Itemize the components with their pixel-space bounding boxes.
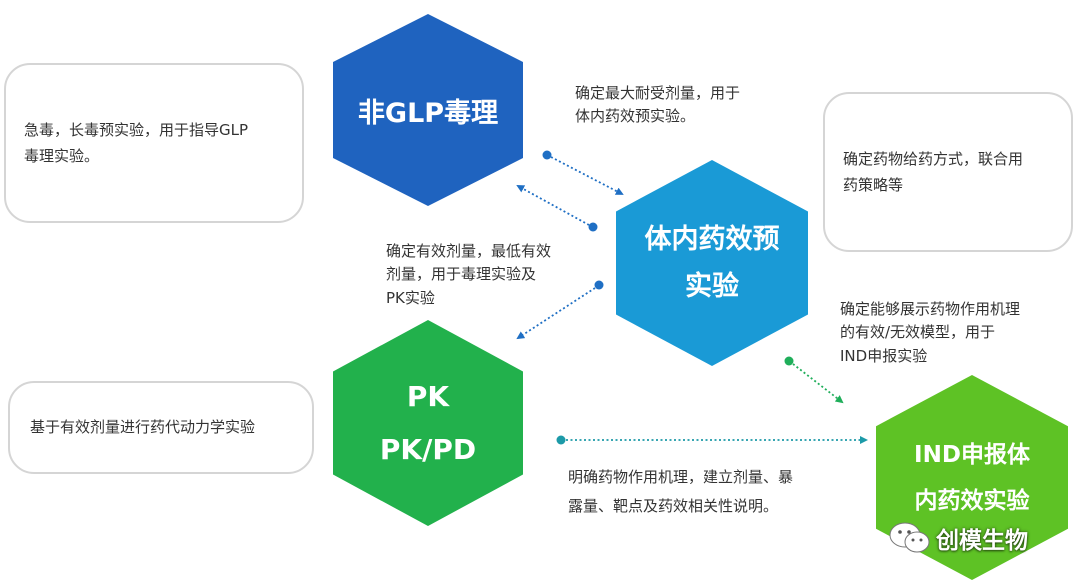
box-administration-route: 确定药物给药方式，联合用 药策略等 [823, 92, 1073, 252]
arrow-pk-to-ind [556, 435, 868, 445]
note-effective-line1: 确定有效剂量，最低有效 [386, 242, 552, 260]
arrow-nonglp-to-invivo [542, 150, 624, 195]
node-pk-label-line2: PK/PD [379, 433, 477, 466]
note-efficacy-model: 确定能够展示药物作用机理 的有效/无效模型，用于 IND申报实验 [840, 298, 1020, 368]
arrow-invivo-to-nonglp [516, 185, 598, 232]
box-acute-toxicity: 急毒，长毒预实验，用于指导GLP 毒理实验。 [4, 63, 304, 223]
note-max-tolerated-dose: 确定最大耐受剂量，用于 体内药效预实验。 [575, 82, 740, 129]
note-model-line1: 确定能够展示药物作用机理 [840, 300, 1021, 318]
box-pk-basis-line1: 基于有效剂量进行药代动力学实验 [30, 418, 256, 437]
note-mechanism-line2: 露量、靶点及药效相关性说明。 [568, 497, 779, 516]
watermark: 创模生物 [888, 520, 1078, 556]
node-pk-pd: PK PK/PD [333, 320, 523, 526]
note-effective-line3: PK实验 [386, 288, 435, 307]
note-model-line3: IND申报实验 [840, 346, 928, 365]
note-mechanism-line1: 明确药物作用机理，建立剂量、暴 [568, 468, 794, 486]
node-in-vivo-label-line1: 体内药效预 [644, 223, 780, 255]
node-ind-label-line1: IND申报体 [914, 441, 1030, 468]
note-mtd-line1: 确定最大耐受剂量，用于 [575, 84, 741, 102]
node-non-glp-label: 非GLP毒理 [357, 97, 499, 129]
arrow-invivo-to-pk [516, 280, 604, 340]
note-mtd-line2: 体内药效预实验。 [575, 107, 696, 126]
watermark-text: 创模生物 [936, 528, 1028, 554]
arrow-invivo-to-ind [784, 356, 844, 404]
note-mechanism: 明确药物作用机理，建立剂量、暴 露量、靶点及药效相关性说明。 [568, 463, 793, 522]
wechat-icon [889, 522, 930, 553]
box-admin-line2: 药策略等 [843, 176, 904, 194]
note-effective-dose: 确定有效剂量，最低有效 剂量，用于毒理实验及 PK实验 [386, 240, 551, 310]
box-acute-line1: 急毒，长毒预实验，用于指导GLP [24, 120, 249, 139]
node-in-vivo-label-line2: 实验 [685, 271, 739, 302]
note-model-line2: 的有效/无效模型，用于 [840, 323, 996, 342]
node-ind-label-line2: 内药效实验 [914, 487, 1030, 514]
box-pk-basis: 基于有效剂量进行药代动力学实验 [8, 381, 314, 474]
box-acute-line2: 毒理实验。 [24, 147, 100, 165]
box-admin-line1: 确定药物给药方式，联合用 [843, 149, 1024, 168]
node-pk-label-line1: PK [406, 379, 450, 413]
note-effective-line2: 剂量，用于毒理实验及 [386, 265, 537, 284]
